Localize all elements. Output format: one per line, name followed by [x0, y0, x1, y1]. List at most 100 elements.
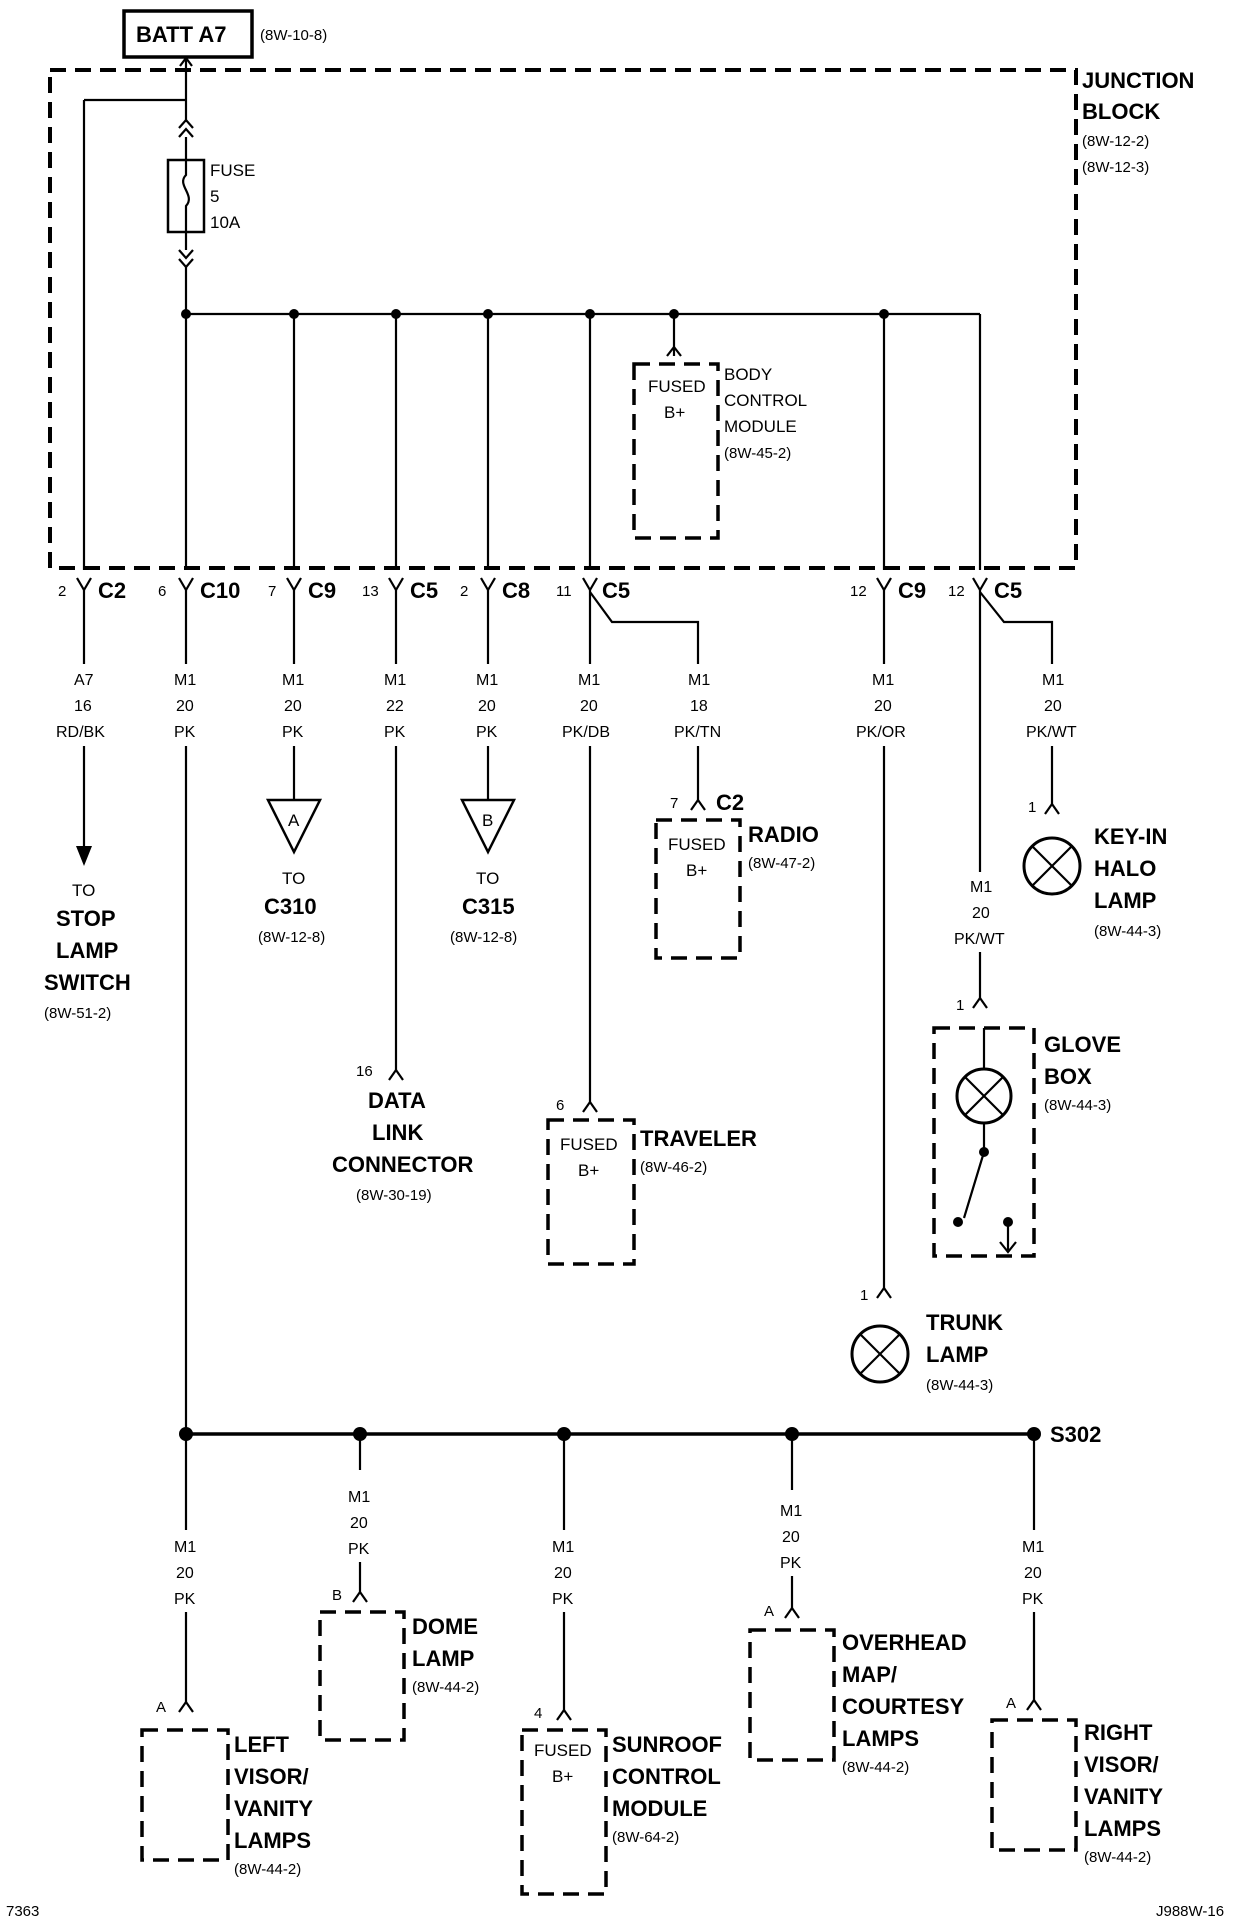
wire-sunroof-line1: M1: [552, 1539, 574, 1556]
glove-box-outline: [932, 1026, 1036, 1258]
connector-pin: 12: [850, 583, 867, 600]
stop-lamp-to: TO: [72, 881, 95, 900]
data-link-l2: LINK: [372, 1120, 423, 1145]
overhead-l2: MAP/: [842, 1662, 897, 1687]
batt-label: BATT A7: [136, 22, 226, 47]
glove-box-lamp-icon: [955, 1067, 1013, 1125]
wire-pkwt-key-line3: PK/WT: [1026, 724, 1077, 741]
radio-box: [654, 818, 742, 960]
trunk-l2: LAMP: [926, 1342, 988, 1367]
left-visor-ref: (8W-44-2): [234, 1861, 301, 1878]
right-visor-l1: RIGHT: [1084, 1720, 1153, 1745]
wire-c9-line2: 20: [284, 698, 302, 715]
radio-conn: C2: [716, 790, 744, 815]
footer-right: J988W-16: [1156, 1903, 1224, 1920]
wire-dome-line1: M1: [348, 1489, 370, 1506]
overhead-ref: (8W-44-2): [842, 1759, 909, 1776]
overhead-l1: OVERHEAD: [842, 1630, 967, 1655]
right-visor-l3: VANITY: [1084, 1784, 1163, 1809]
connector-pin: 13: [362, 583, 379, 600]
c315-name: C315: [462, 894, 515, 919]
sunroof-l1: SUNROOF: [612, 1732, 722, 1757]
wire-c10-line2: 20: [176, 698, 194, 715]
sunroof-box: [520, 1728, 608, 1896]
sunroof-l2: CONTROL: [612, 1764, 721, 1789]
fuse-rating: 10A: [210, 213, 241, 232]
wire-pkdb-line2: 20: [580, 698, 598, 715]
left-visor-l4: LAMPS: [234, 1828, 311, 1853]
key-in-l3: LAMP: [1094, 888, 1156, 913]
trunk-pin: 1: [860, 1287, 868, 1304]
connector-pin: 6: [158, 583, 166, 600]
glove-box-l1: GLOVE: [1044, 1032, 1121, 1057]
left-visor-box: [140, 1728, 230, 1862]
fuse-label: FUSE: [210, 161, 255, 180]
sunroof-l3: MODULE: [612, 1796, 707, 1821]
wire-dome-line3: PK: [348, 1541, 370, 1558]
wire-c5-line2: 22: [386, 698, 404, 715]
dome-l2: LAMP: [412, 1646, 474, 1671]
trunk-l1: TRUNK: [926, 1310, 1003, 1335]
wire-left-visor-line2: 20: [176, 1565, 194, 1582]
junction-block-title-2: BLOCK: [1082, 99, 1160, 124]
wire-sunroof-line2: 20: [554, 1565, 572, 1582]
splice-name: S302: [1050, 1422, 1101, 1447]
junction-block-ref-2: (8W-12-3): [1082, 159, 1149, 176]
wire-a7-line3: RD/BK: [56, 724, 105, 741]
wire-pkwt-glove-line2: 20: [972, 905, 990, 922]
wire-pkwt-glove-line3: PK/WT: [954, 931, 1005, 948]
right-visor-l4: LAMPS: [1084, 1816, 1161, 1841]
connector-name: C2: [98, 578, 126, 603]
wire-c9-line1: M1: [282, 672, 304, 689]
wire-right-visor-line1: M1: [1022, 1539, 1044, 1556]
radio-fused-1: FUSED: [668, 835, 726, 854]
glove-box-l2: BOX: [1044, 1064, 1092, 1089]
wire-pktn-line2: 18: [690, 698, 708, 715]
wire-c8-line3: PK: [476, 724, 498, 741]
wire-pkor-line2: 20: [874, 698, 892, 715]
radio-fused-2: B+: [686, 861, 707, 880]
wire-overhead-line2: 20: [782, 1529, 800, 1546]
wire-pkor-line1: M1: [872, 672, 894, 689]
traveler-box: [546, 1118, 636, 1266]
c310-name: C310: [264, 894, 317, 919]
stop-lamp-l2: LAMP: [56, 938, 118, 963]
bcm-name-3: MODULE: [724, 417, 797, 436]
left-visor-l3: VANITY: [234, 1796, 313, 1821]
traveler-ref: (8W-46-2): [640, 1159, 707, 1176]
data-link-l1: DATA: [368, 1088, 426, 1113]
wire-left-visor-line3: PK: [174, 1591, 196, 1608]
wire-a7-line2: 16: [74, 698, 92, 715]
overhead-box: [748, 1628, 836, 1762]
connector-pin: 2: [460, 583, 468, 600]
wire-c8-line2: 20: [478, 698, 496, 715]
data-link-pin: 16: [356, 1063, 373, 1080]
right-visor-box: [990, 1718, 1078, 1852]
overhead-pin: A: [764, 1603, 774, 1620]
c310-letter: A: [288, 811, 300, 830]
dome-box: [318, 1610, 406, 1742]
trunk-lamp-icon: [850, 1324, 910, 1384]
left-visor-l2: VISOR/: [234, 1764, 309, 1789]
left-visor-pin: A: [156, 1699, 166, 1716]
glove-box-switch-icon: [953, 1151, 1017, 1254]
footer-left: 7363: [6, 1903, 39, 1920]
c315-letter: B: [482, 811, 493, 830]
wire-c10-line3: PK: [174, 724, 196, 741]
connector-name: C9: [308, 578, 336, 603]
radio-name: RADIO: [748, 822, 819, 847]
connector-name: C5: [602, 578, 630, 603]
sunroof-fused-1: FUSED: [534, 1741, 592, 1760]
junction-block-ref-1: (8W-12-2): [1082, 133, 1149, 150]
traveler-fused-1: FUSED: [560, 1135, 618, 1154]
bcm-ref: (8W-45-2): [724, 445, 791, 462]
wire-right-visor-line3: PK: [1022, 1591, 1044, 1608]
bcm-fused-1: FUSED: [648, 377, 706, 396]
radio-ref: (8W-47-2): [748, 855, 815, 872]
bcm-fused-2: B+: [664, 403, 685, 422]
batt-ref: (8W-10-8): [260, 27, 327, 44]
connector-name: C9: [898, 578, 926, 603]
wire-pkor-line3: PK/OR: [856, 724, 906, 741]
c310-triangle: [265, 798, 323, 855]
right-visor-pin: A: [1006, 1695, 1016, 1712]
